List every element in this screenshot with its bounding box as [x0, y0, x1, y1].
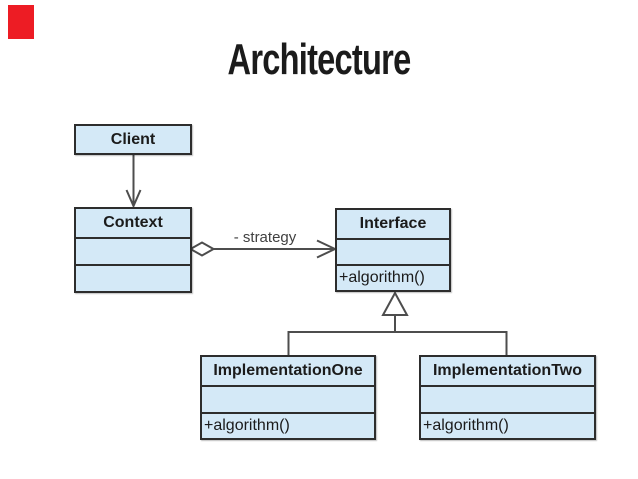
class-name: ImplementationOne: [213, 362, 363, 379]
generalization-connector: [287, 290, 508, 355]
attributes-compartment: [76, 237, 190, 264]
uml-class-implementation-two: ImplementationTwo +algorithm(): [419, 355, 596, 440]
red-corner-marker: [8, 5, 34, 39]
attributes-compartment: [202, 385, 374, 412]
class-name: Interface: [359, 215, 427, 232]
methods-compartment: +algorithm(): [337, 264, 449, 290]
class-name: Context: [103, 214, 163, 231]
association-client-context: [125, 155, 142, 209]
methods-compartment: +algorithm(): [202, 412, 374, 438]
class-name: Client: [110, 131, 156, 148]
attributes-compartment: [421, 385, 594, 412]
methods-compartment: [76, 264, 190, 291]
class-name: ImplementationTwo: [432, 362, 583, 379]
inheritance-triangle-icon: [381, 290, 409, 316]
slide-title: Architecture: [227, 35, 412, 84]
uml-class-context: Context: [74, 207, 192, 293]
uml-class-interface: Interface +algorithm(): [335, 208, 451, 292]
aggregation-diamond-icon: [188, 241, 216, 257]
methods-compartment: +algorithm(): [421, 412, 594, 438]
uml-class-client: Client: [74, 124, 192, 155]
strategy-association-label: - strategy: [233, 229, 297, 246]
attributes-compartment: [337, 238, 449, 264]
uml-class-implementation-one: ImplementationOne +algorithm(): [200, 355, 376, 440]
open-arrowhead-down-icon: [125, 189, 142, 209]
aggregation-context-interface: [188, 239, 338, 259]
